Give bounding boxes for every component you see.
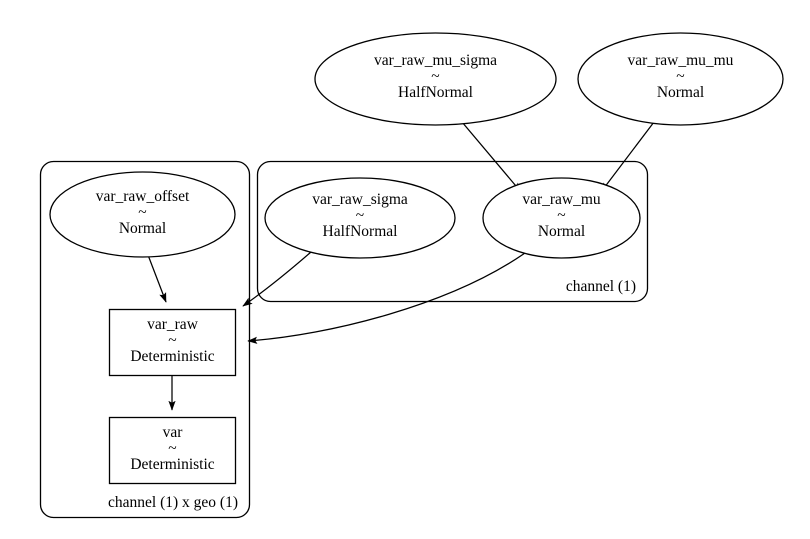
node-var-raw-sigma-shape[interactable] — [264, 177, 456, 259]
node-var-raw-mu-mu-shape[interactable] — [577, 32, 784, 126]
edge-var-raw-mu-to-var-raw — [247, 252, 526, 344]
edge-var-raw-mu-sigma-to-var-raw-mu — [461, 121, 522, 193]
node-var-raw-offset-shape[interactable] — [49, 171, 236, 258]
plate-channel-geo-label: channel (1) x geo (1) — [108, 494, 238, 511]
node-var-raw-mu-shape[interactable] — [482, 177, 641, 259]
plate-channel-border — [256, 160, 649, 303]
node-var-shape[interactable] — [108, 416, 237, 485]
node-var-raw-shape[interactable] — [108, 308, 237, 377]
plate-channel-label: channel (1) — [565, 278, 636, 295]
edge-var-raw-mu-mu-to-var-raw-mu — [600, 121, 655, 193]
node-var-raw-mu-sigma-shape[interactable] — [314, 32, 557, 126]
edge-var-raw-sigma-to-var-raw — [242, 251, 312, 307]
edge-var-raw-offset-to-var-raw — [147, 254, 167, 303]
